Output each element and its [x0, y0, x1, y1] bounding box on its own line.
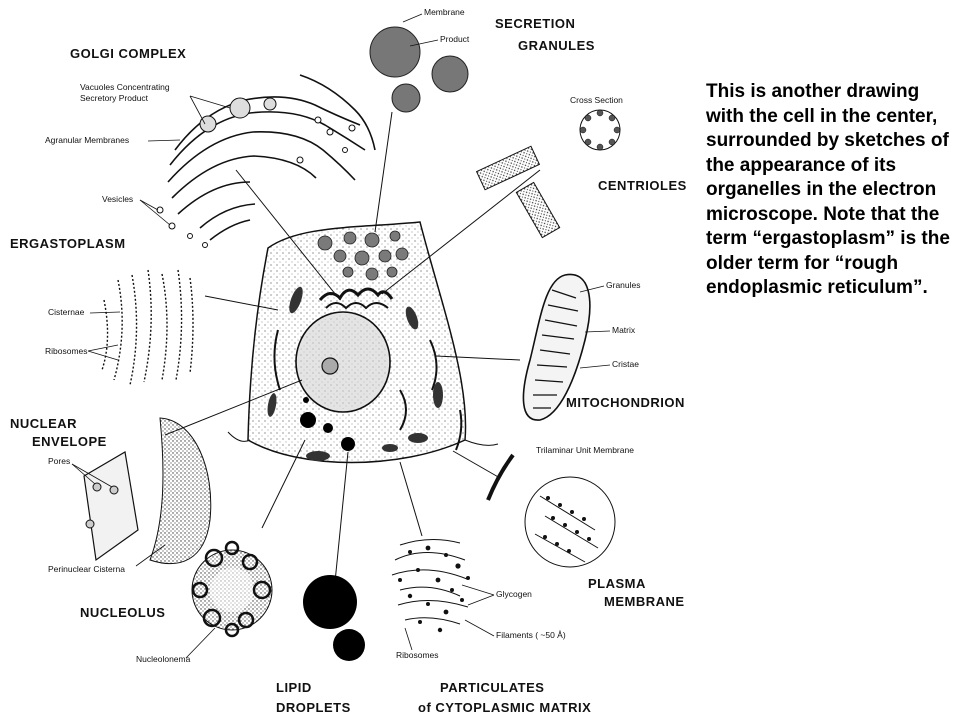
label-granules: Granules	[606, 280, 641, 290]
mitochondrion-illustration	[522, 273, 591, 421]
heading-nuclear: NUCLEAR	[10, 416, 77, 431]
label-nucleolonema: Nucleolonema	[136, 654, 191, 664]
label-ribosomes-matrix: Ribosomes	[396, 650, 439, 660]
label-membrane: Membrane	[424, 7, 465, 17]
heading-secretion: SECRETION	[495, 16, 575, 31]
label-vesicles: Vesicles	[102, 194, 133, 204]
heading-granules: GRANULES	[518, 38, 595, 53]
heading-centrioles: CENTRIOLES	[598, 178, 687, 193]
heading-nucleolus: NUCLEOLUS	[80, 605, 165, 620]
cell-nucleus	[295, 311, 391, 413]
label-glycogen: Glycogen	[496, 589, 532, 599]
cell-secretion-granules	[317, 230, 409, 281]
label-cross-section: Cross Section	[570, 95, 623, 105]
particulates-illustration	[391, 539, 470, 633]
plasma-membrane-illustration	[486, 453, 616, 568]
label-product: Product	[440, 34, 470, 44]
label-ribosomes: Ribosomes	[45, 346, 88, 356]
label-filaments: Filaments ( ~50 Å)	[496, 630, 566, 640]
label-pores: Pores	[48, 456, 70, 466]
heading-ergastoplasm: ERGASTOPLASM	[10, 236, 126, 251]
cell-organelles-diagram: Membrane Product SECRETION GRANULES GOLG…	[10, 7, 687, 715]
nucleolus-illustration	[191, 540, 273, 638]
heading-particulates: PARTICULATES	[440, 680, 544, 695]
ergastoplasm-illustration	[101, 269, 194, 386]
label-perinuclear-cisterna: Perinuclear Cisterna	[48, 564, 125, 574]
central-cell	[227, 221, 499, 464]
label-cristae: Cristae	[612, 359, 639, 369]
label-vacuoles-1: Vacuoles Concentrating	[80, 82, 170, 92]
heading-mitochondrion: MITOCHONDRION	[566, 395, 685, 410]
label-matrix: Matrix	[612, 325, 636, 335]
centrioles-illustration	[475, 109, 621, 239]
heading-lipid: LIPID	[276, 680, 312, 695]
heading-envelope: ENVELOPE	[32, 434, 107, 449]
leader-lines	[164, 111, 541, 583]
heading-cytoplasmic-matrix: of CYTOPLASMIC MATRIX	[418, 700, 591, 715]
secretion-granules-illustration	[369, 26, 469, 113]
heading-droplets: DROPLETS	[276, 700, 351, 715]
caption-text: This is another drawing with the cell in…	[706, 81, 950, 298]
heading-golgi-complex: GOLGI COMPLEX	[70, 46, 186, 61]
heading-membrane: MEMBRANE	[604, 594, 685, 609]
lipid-droplets-illustration	[303, 575, 365, 661]
label-cisternae: Cisternae	[48, 307, 85, 317]
label-vacuoles-2: Secretory Product	[80, 93, 149, 103]
label-trilaminar-unit-membrane: Trilaminar Unit Membrane	[536, 445, 634, 455]
label-agranular-membranes: Agranular Membranes	[45, 135, 129, 145]
golgi-complex-illustration	[167, 74, 376, 241]
heading-plasma: PLASMA	[588, 576, 646, 591]
